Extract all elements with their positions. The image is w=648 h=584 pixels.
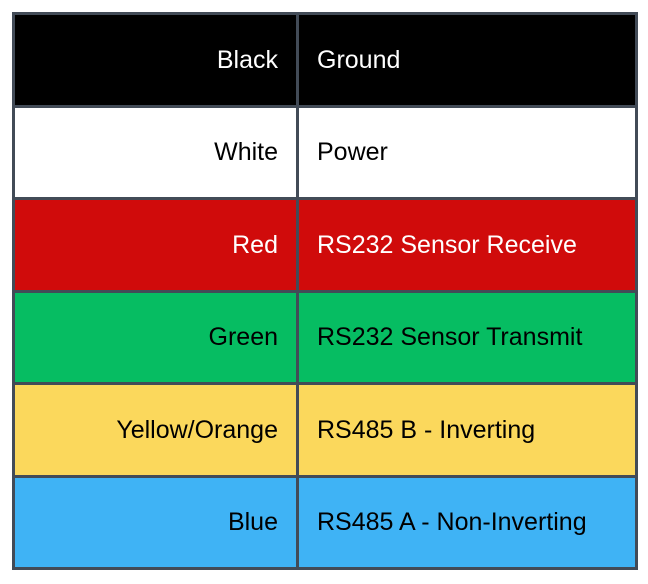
table-row: Yellow/Orange RS485 B - Inverting [12,382,638,478]
cell-wire-function: Power [296,104,638,200]
table-row: Blue RS485 A - Non-Inverting [12,474,638,570]
cell-wire-color: Blue [12,474,299,570]
cell-wire-function: RS485 B - Inverting [296,382,638,478]
table-row: Green RS232 Sensor Transmit [12,289,638,385]
cell-wire-color: Red [12,197,299,293]
table-row: White Power [12,104,638,200]
cell-wire-color: Yellow/Orange [12,382,299,478]
wire-color-pinout-table: Black Ground White Power Red RS232 Senso… [12,12,638,570]
cell-wire-function: Ground [296,12,638,108]
table-row: Black Ground [12,12,638,108]
table-body: Black Ground White Power Red RS232 Senso… [12,12,638,570]
cell-wire-function: RS232 Sensor Receive [296,197,638,293]
cell-wire-function: RS232 Sensor Transmit [296,289,638,385]
table-row: Red RS232 Sensor Receive [12,197,638,293]
cell-wire-color: Black [12,12,299,108]
wire-color-table-container: Black Ground White Power Red RS232 Senso… [12,12,638,570]
cell-wire-color: Green [12,289,299,385]
cell-wire-function: RS485 A - Non-Inverting [296,474,638,570]
cell-wire-color: White [12,104,299,200]
